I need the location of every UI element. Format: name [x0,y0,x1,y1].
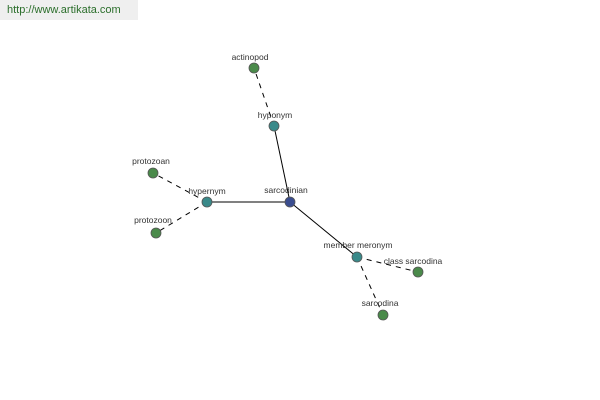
node-label-hypernym: hypernym [188,186,225,196]
edge-sarcodinian-member-meronym [289,201,358,258]
node-class-sarcodina[interactable] [412,266,424,278]
node-label-member-meronym: member meronym [324,240,393,250]
edge-hypernym-protozoan [152,172,208,203]
node-protozoan[interactable] [147,167,159,179]
node-label-hyponym: hyponym [258,110,293,120]
node-label-sarcodinian: sarcodinian [264,185,308,195]
node-label-sarcodina: sarcodina [362,298,399,308]
node-hyponym[interactable] [268,120,280,132]
node-sarcodina[interactable] [377,309,389,321]
node-sarcodinian[interactable] [284,196,296,208]
node-protozoon[interactable] [150,227,162,239]
edge-sarcodinian-hyponym [273,125,291,203]
node-label-protozoan: protozoan [132,156,170,166]
node-label-class-sarcodina: class sarcodina [384,256,443,266]
artikata-url-link[interactable]: http://www.artikata.com [0,0,138,20]
graph-nodes [147,62,424,321]
edge-hyponym-actinopod [253,67,275,127]
graph-labels: sarcodinian hyponym hypernym member meronym… [132,52,442,308]
edge-member-meronym-class-sarcodina [356,256,419,273]
node-actinopod[interactable] [248,62,260,74]
node-hypernym[interactable] [201,196,213,208]
node-member-meronym[interactable] [351,251,363,263]
graph-edges [152,67,419,316]
edge-member-meronym-sarcodina [356,256,384,316]
node-label-protozoon: protozoon [134,215,172,225]
node-label-actinopod: actinopod [232,52,269,62]
